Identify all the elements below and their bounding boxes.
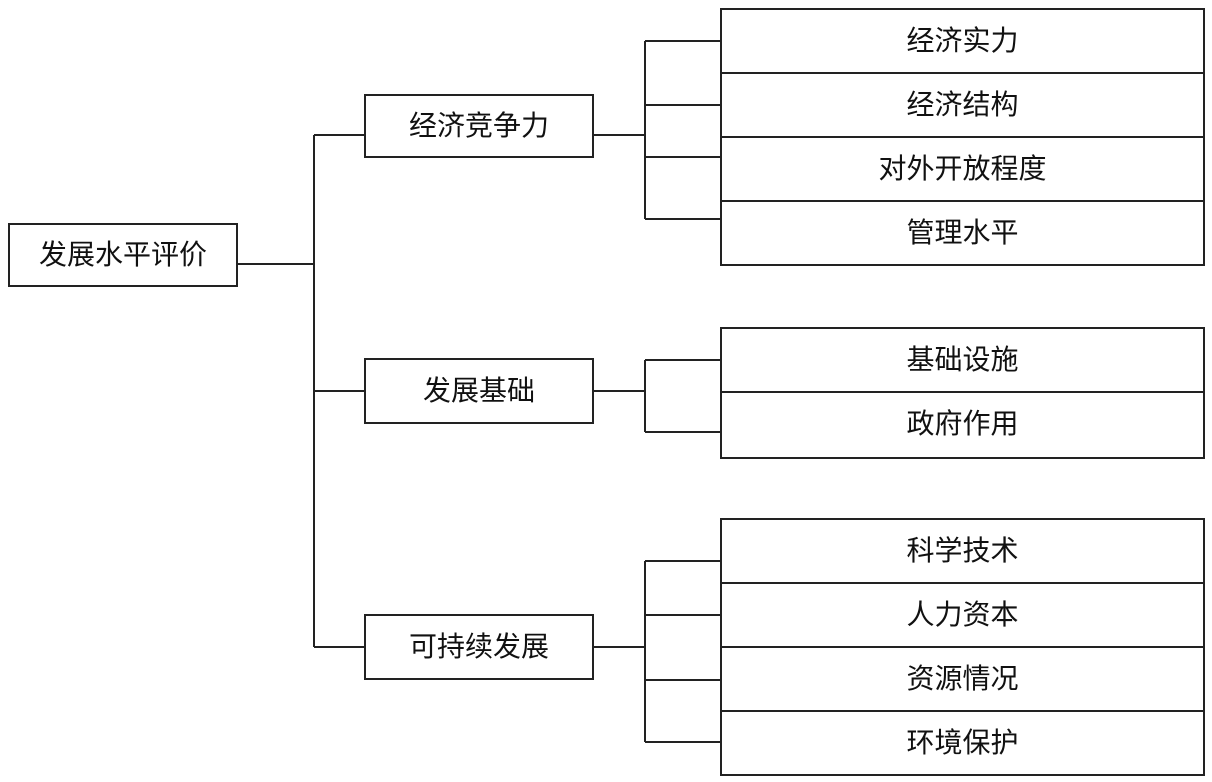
group-node-label: 发展基础 (422, 374, 535, 407)
indicator-stack-sustainable: 科学技术 人力资本 资源情况 环境保护 (720, 518, 1205, 776)
group-node-development-foundation: 发展基础 (364, 358, 594, 424)
root-node-label: 发展水平评价 (38, 238, 207, 271)
indicator-stack-foundation: 基础设施 政府作用 (720, 327, 1205, 459)
indicator-cell: 管理水平 (722, 200, 1203, 264)
indicator-cell: 经济结构 (722, 72, 1203, 136)
indicator-cell: 经济实力 (906, 24, 1019, 57)
indicator-cell: 资源情况 (722, 646, 1203, 710)
indicator-cell: 科学技术 (906, 534, 1019, 567)
indicator-cell: 人力资本 (722, 582, 1203, 646)
group-node-label: 经济竞争力 (408, 109, 549, 142)
indicator-cell: 对外开放程度 (722, 136, 1203, 200)
group-node-economic-competitiveness: 经济竞争力 (364, 94, 594, 158)
indicator-cell: 环境保护 (722, 710, 1203, 774)
group-node-label: 可持续发展 (408, 630, 549, 663)
root-node: 发展水平评价 (8, 223, 238, 287)
indicator-cell: 基础设施 (906, 343, 1019, 376)
indicator-cell: 政府作用 (722, 391, 1203, 455)
indicator-stack-economic: 经济实力 经济结构 对外开放程度 管理水平 (720, 8, 1205, 266)
group-node-sustainable-development: 可持续发展 (364, 614, 594, 680)
